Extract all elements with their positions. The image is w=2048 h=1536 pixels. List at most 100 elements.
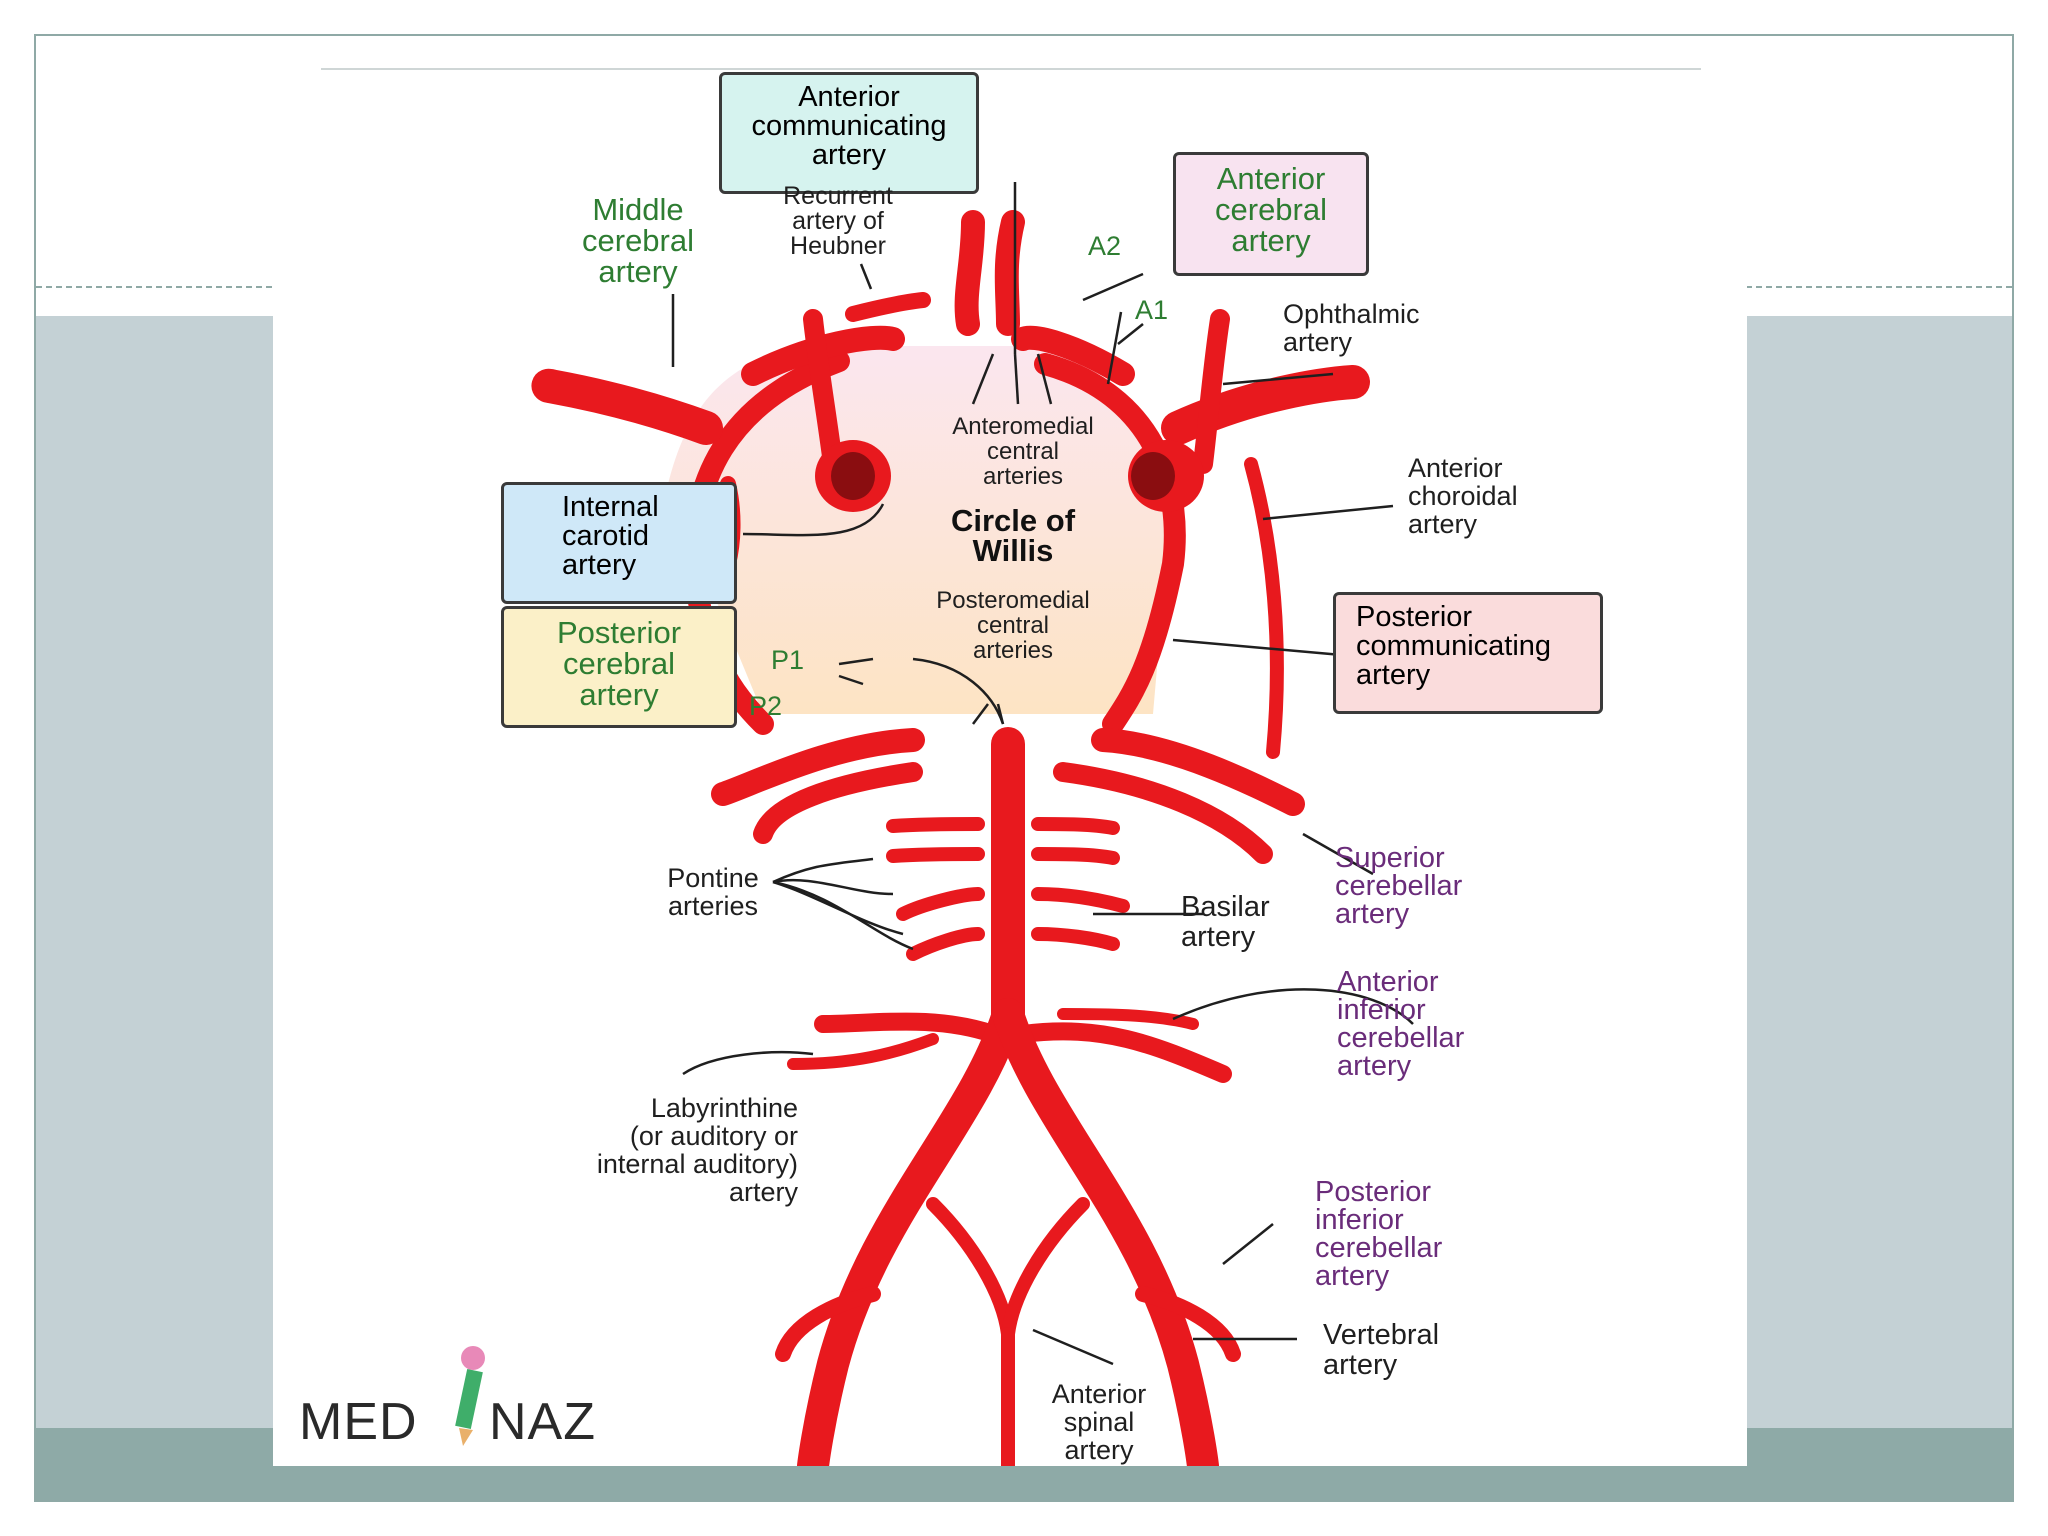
pontine-3r: [1031, 887, 1130, 913]
posterior-communicating-line3: artery: [1356, 659, 1431, 691]
anterior-choroidal-line3: artery: [1408, 509, 1478, 539]
basilar-label: Basilar artery: [1181, 892, 1270, 952]
right-aica-branch: [1057, 1008, 1199, 1030]
pontine-label: Pontine arteries: [643, 864, 783, 920]
pontine-3: [896, 887, 985, 921]
right-choroidal: [1244, 457, 1284, 759]
middle-cerebral-label: Middle cerebral artery: [543, 194, 733, 287]
right-a1: [1011, 325, 1135, 386]
basilar-line2: artery: [1181, 921, 1256, 953]
pontine-line2: arteries: [667, 891, 759, 921]
ophthalmic-line2: artery: [1283, 327, 1353, 357]
right-ophthalmic: [1193, 309, 1230, 474]
right-pica: [1135, 1286, 1241, 1362]
anteromedial-line1: Anteromedial: [952, 413, 1094, 440]
superior-cerebellar-label: Superior cerebellar artery: [1335, 842, 1463, 930]
anterior-spinal-line2: spinal: [1063, 1407, 1135, 1437]
recurrent-heubner-line2: artery of: [792, 207, 884, 235]
left-recurrent: [845, 292, 931, 322]
anteromedial-central-label: Anteromedial central arteries: [923, 414, 1123, 489]
aica-line1: Anterior: [1337, 966, 1439, 998]
anterior-choroidal-label: Anterior choroidal artery: [1408, 454, 1518, 538]
posteromedial-line1: Posteromedial: [936, 587, 1090, 614]
logo-text-left: MED: [299, 1393, 418, 1451]
posteromedial-line3: arteries: [972, 637, 1054, 664]
internal-carotid-line3: artery: [562, 549, 637, 581]
anteromedial-line3: arteries: [982, 463, 1064, 490]
recurrent-heubner-label: Recurrent artery of Heubner: [753, 184, 923, 259]
left-middle-cerebral: [531, 368, 723, 445]
aica-line2: inferior: [1337, 994, 1426, 1026]
left-a2: [954, 210, 985, 336]
posteromedial-line2: central: [976, 612, 1050, 639]
logo-text-right: NAZ: [489, 1393, 596, 1451]
anterior-cerebral-box: Anterior cerebral artery: [1173, 152, 1369, 276]
anterior-spinal-right: [1001, 1197, 1090, 1341]
posterior-communicating-box: Posterior communicating artery: [1333, 592, 1603, 714]
posterior-cerebral-line2: cerebral: [563, 646, 675, 681]
labyrinthine-line3: internal auditory): [596, 1149, 798, 1179]
anterior-communicating-line1: Anterior: [798, 81, 900, 113]
anterior-choroidal-line1: Anterior: [1408, 453, 1503, 483]
ophthalmic-line1: Ophthalmic: [1283, 299, 1420, 329]
left-a1: [741, 325, 905, 386]
labyrinthine-line4: artery: [728, 1177, 798, 1207]
anterior-cerebral-line1: Anterior: [1216, 161, 1326, 196]
pontine-4: [906, 927, 985, 961]
right-posterior-cerebral: [1091, 728, 1305, 816]
aica-line4: artery: [1337, 1050, 1412, 1082]
anterior-spinal-line3: artery: [1064, 1435, 1134, 1465]
p2-label: P2: [749, 691, 783, 721]
internal-carotid-line1: Internal: [562, 491, 659, 523]
pontine-1r: [1031, 817, 1120, 835]
circle-of-willis-line2: Willis: [972, 533, 1054, 568]
pica-line4: artery: [1315, 1260, 1390, 1292]
left-vertebral: [797, 998, 1024, 1466]
posterior-cerebral-box: Posterior cerebral artery: [501, 606, 737, 728]
posterior-communicating-line2: communicating: [1356, 630, 1552, 662]
labyrinthine-line2: (or auditory or: [629, 1121, 798, 1151]
labyrinthine-label: Labyrinthine (or auditory or internal au…: [543, 1094, 798, 1206]
left-pica: [775, 1286, 881, 1362]
superior-cerebellar-line2: cerebellar: [1335, 870, 1463, 902]
anteromedial-line2: central: [986, 438, 1060, 465]
anterior-spinal-label: Anterior spinal artery: [1029, 1380, 1169, 1464]
posteromedial-central-label: Posteromedial central arteries: [903, 588, 1123, 663]
anterior-communicating-box: Anterior communicating artery: [719, 72, 979, 194]
circle-of-willis-title: Circle of Willis: [903, 505, 1123, 568]
posterior-cerebral-line1: Posterior: [556, 615, 682, 650]
right-vertebral: [992, 998, 1219, 1466]
pontine-line1: Pontine: [667, 863, 759, 893]
anterior-communicating-line2: communicating: [751, 110, 947, 142]
recurrent-heubner-line1: Recurrent: [783, 182, 893, 210]
right-superior-cerebellar: [1053, 762, 1273, 864]
right-aica: [1014, 1022, 1232, 1083]
anterior-cerebral-line2: cerebral: [1215, 192, 1327, 227]
pontine-2: [886, 847, 985, 863]
pica-line3: cerebellar: [1315, 1232, 1443, 1264]
left-labyrinthine: [787, 1033, 939, 1070]
superior-cerebellar-line1: Superior: [1335, 842, 1445, 874]
left-posterior-cerebral: [711, 728, 925, 806]
vertebral-line1: Vertebral: [1323, 1319, 1440, 1351]
middle-cerebral-line1: Middle: [592, 192, 684, 227]
circle-of-willis-figure: Anterior communicating artery Anterior c…: [273, 64, 1747, 1466]
left-superior-cerebellar: [753, 762, 923, 844]
vertebral-line2: artery: [1323, 1349, 1398, 1381]
middle-cerebral-line2: cerebral: [582, 223, 694, 258]
pontine-4r: [1031, 927, 1120, 951]
superior-cerebellar-line3: artery: [1335, 898, 1410, 930]
ophthalmic-label: Ophthalmic artery: [1283, 300, 1420, 356]
mednaz-logo: MED NAZ: [299, 1346, 639, 1451]
anterior-spinal-line1: Anterior: [1051, 1379, 1147, 1409]
aica-line3: cerebellar: [1337, 1022, 1465, 1054]
middle-cerebral-line3: artery: [598, 254, 678, 289]
anterior-communicating-line3: artery: [811, 139, 887, 171]
leader-lines: [671, 182, 1414, 1366]
p1-label: P1: [771, 645, 805, 675]
right-a2: [994, 210, 1025, 336]
left-aica: [814, 1012, 1002, 1043]
posterior-communicating-line1: Posterior: [1356, 601, 1473, 633]
anterior-choroidal-line2: choroidal: [1408, 481, 1518, 511]
pica-line1: Posterior: [1315, 1176, 1432, 1208]
